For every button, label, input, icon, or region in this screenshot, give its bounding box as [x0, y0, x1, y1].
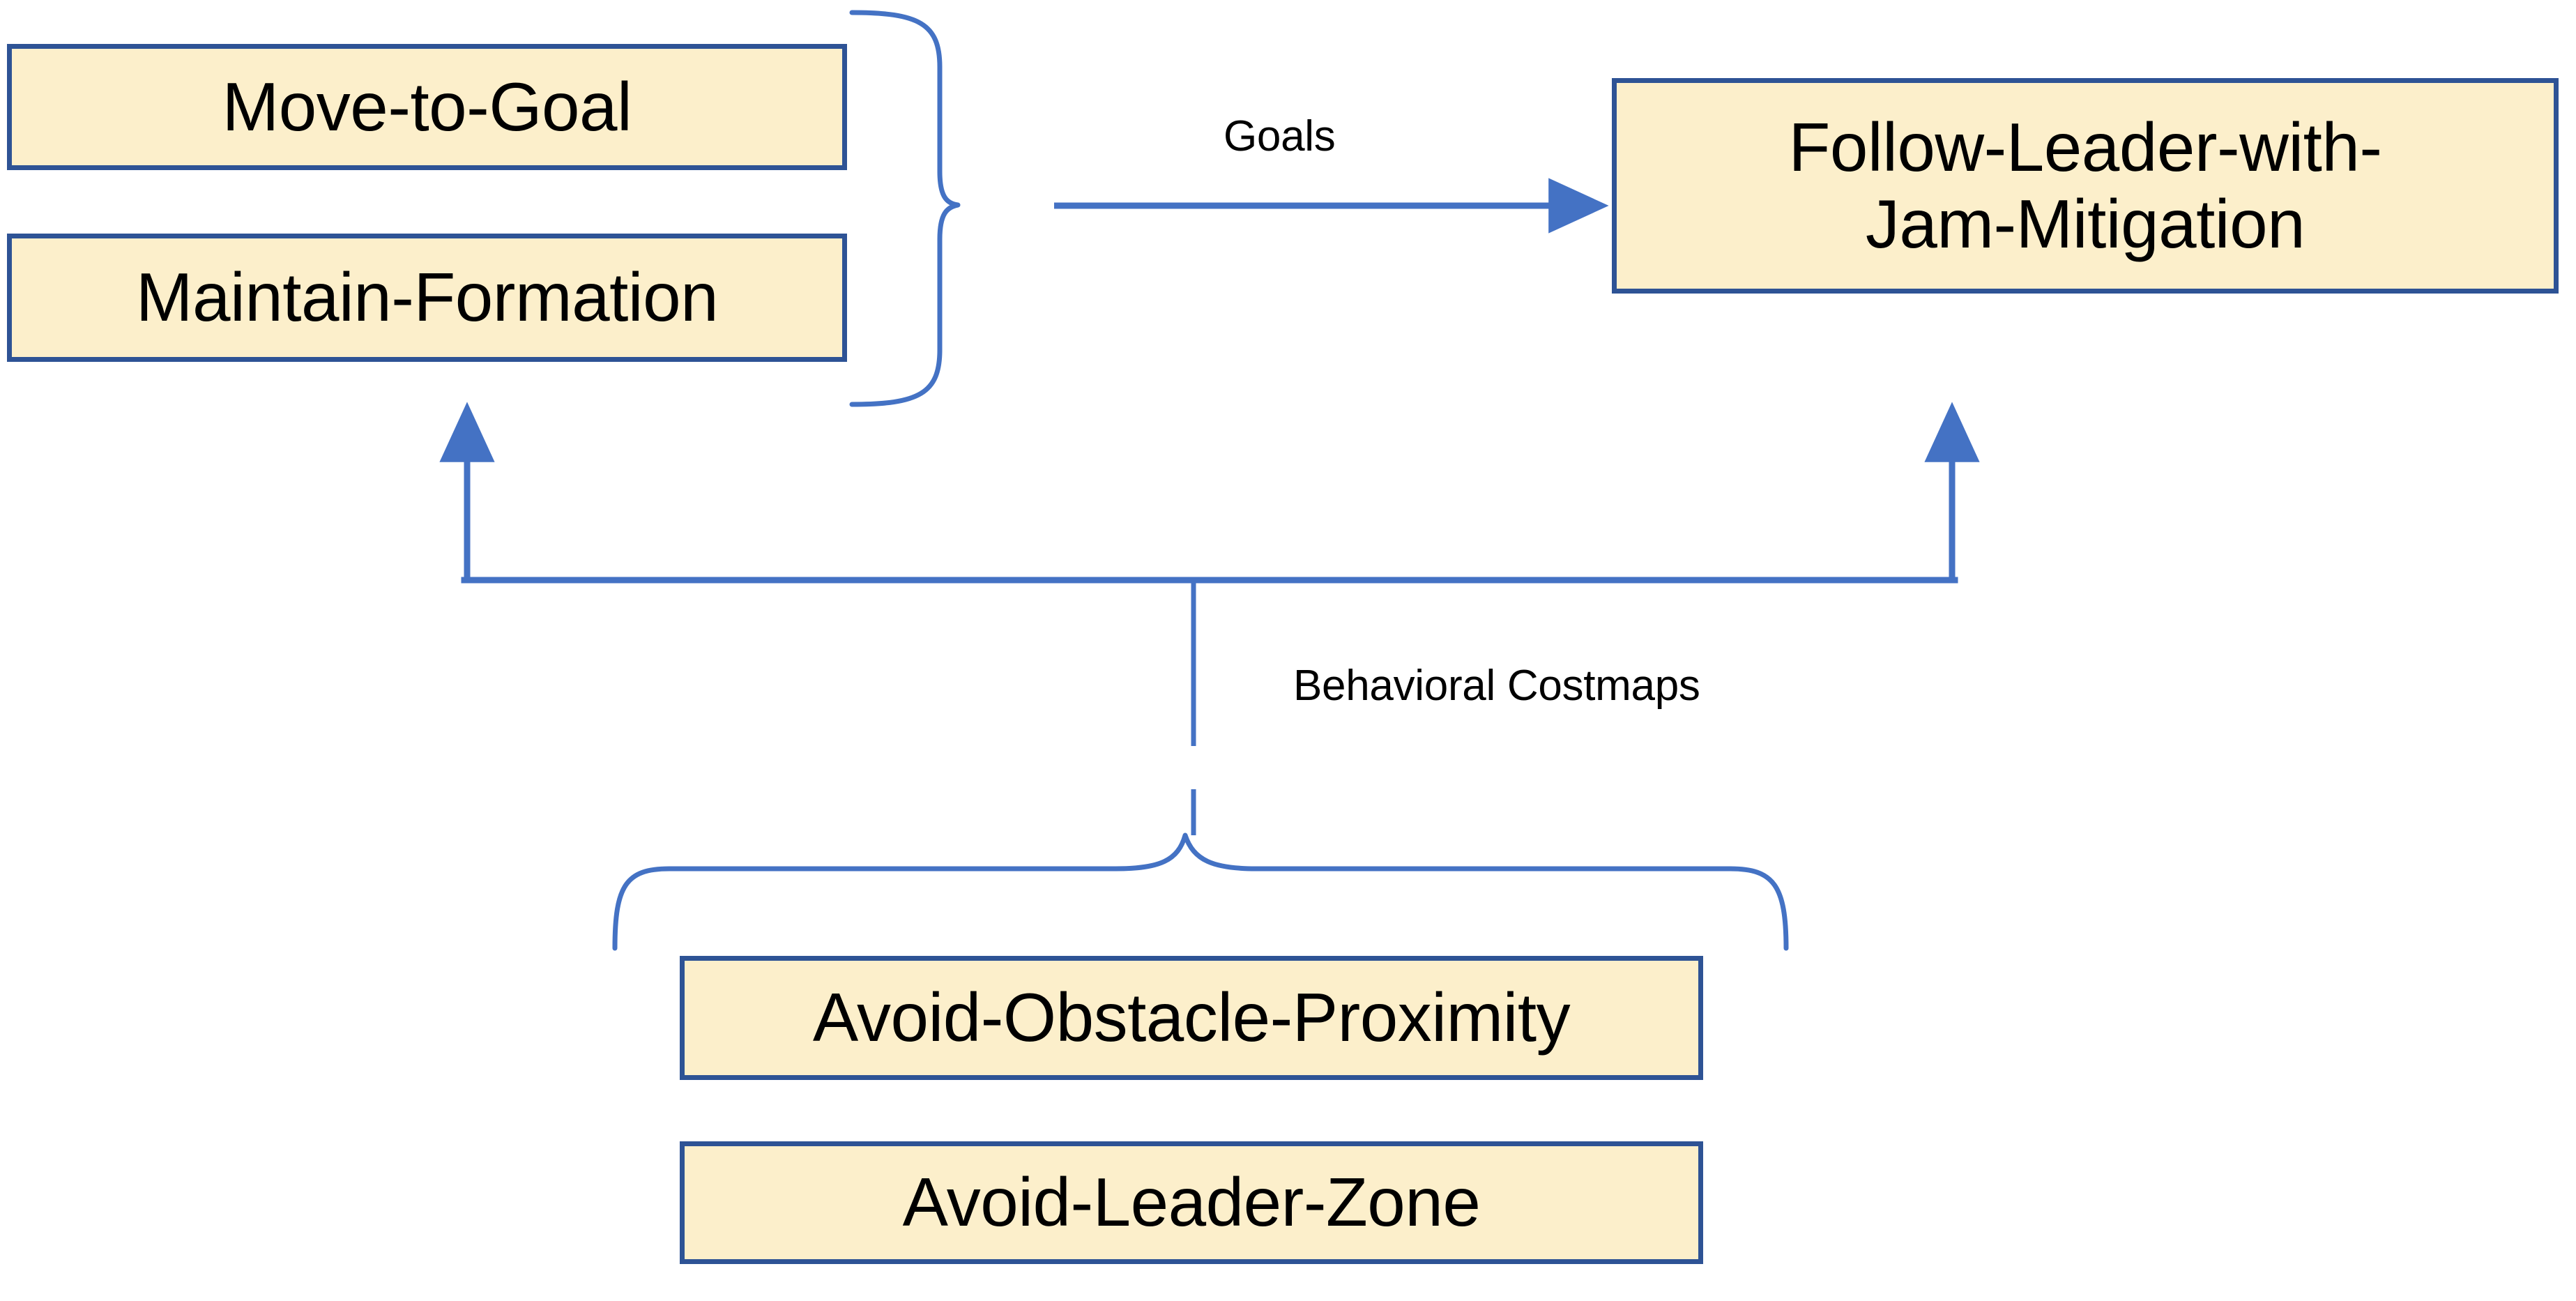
edge-label-behavioral-costmaps: Behavioral Costmaps [1293, 662, 1700, 710]
node-move-to-goal-label: Move-to-Goal [222, 68, 632, 145]
node-move-to-goal[interactable]: Move-to-Goal [7, 44, 847, 170]
node-avoid-obstacle-proximity-label: Avoid-Obstacle-Proximity [812, 979, 1571, 1056]
node-follow-leader-with-jam-mitigation-label: Follow-Leader-with- Jam-Mitigation [1788, 108, 2382, 262]
costmap-behaviors-brace [612, 832, 1789, 951]
node-avoid-obstacle-proximity[interactable]: Avoid-Obstacle-Proximity [680, 956, 1703, 1080]
node-maintain-formation-label: Maintain-Formation [135, 259, 719, 336]
node-avoid-leader-zone[interactable]: Avoid-Leader-Zone [680, 1141, 1703, 1264]
goal-behaviors-brace [849, 10, 961, 407]
edge-label-goals: Goals [1224, 112, 1336, 160]
node-follow-leader-with-jam-mitigation[interactable]: Follow-Leader-with- Jam-Mitigation [1612, 78, 2559, 294]
node-avoid-leader-zone-label: Avoid-Leader-Zone [902, 1164, 1481, 1241]
node-maintain-formation[interactable]: Maintain-Formation [7, 234, 847, 362]
